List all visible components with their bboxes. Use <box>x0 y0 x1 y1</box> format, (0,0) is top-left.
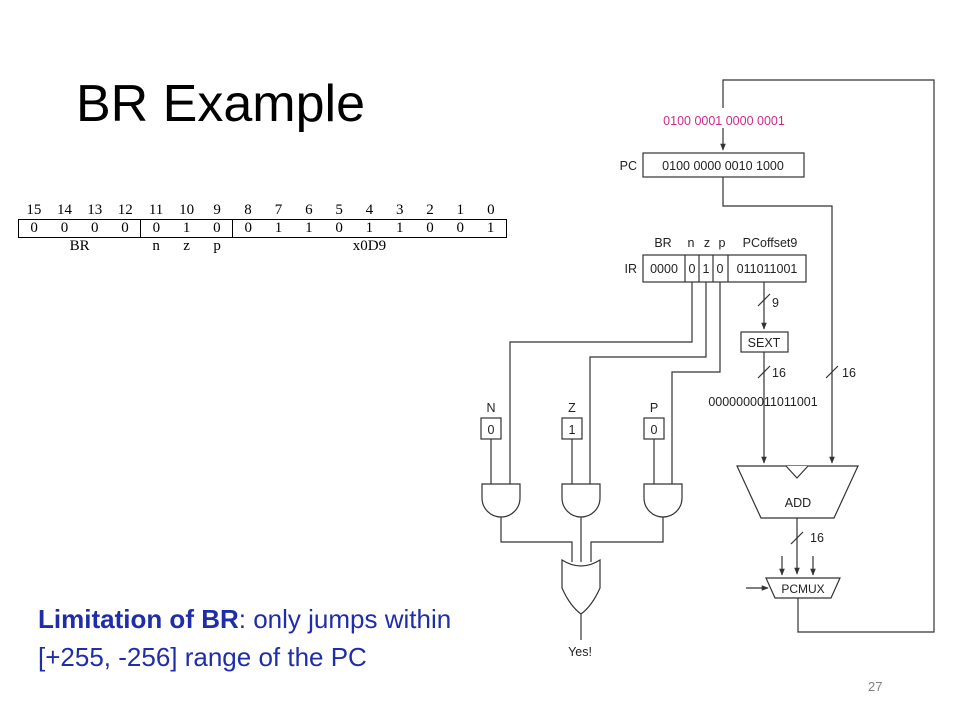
field-label-row: BR n z p x0D9 <box>19 238 507 256</box>
ir-p-wire <box>671 282 721 484</box>
ir-header-offset: PCoffset9 <box>743 236 798 250</box>
flag-n-value: 0 <box>488 423 495 437</box>
pcmux-label: PCMUX <box>781 582 824 596</box>
ir-header-n: n <box>688 236 695 250</box>
bit-value: 0 <box>232 219 264 238</box>
bit-value: 1 <box>171 219 202 238</box>
ir-label: IR <box>625 262 638 276</box>
bit-position: 10 <box>179 202 195 218</box>
flag-z-name: Z <box>568 401 576 415</box>
bit-value: 0 <box>140 219 172 238</box>
limitation-note: Limitation of BR: only jumps within [+25… <box>38 600 451 676</box>
bit-value: 0 <box>201 219 234 238</box>
bus-width-pc: 16 <box>842 366 856 380</box>
ir-register <box>642 254 807 283</box>
note-rest: : only jumps within <box>238 604 452 634</box>
sext-output: 0000000011011001 <box>708 395 817 409</box>
pc-label: PC <box>620 159 637 173</box>
pc-value: 0100 0000 0010 1000 <box>662 159 784 173</box>
bus-width-offset: 9 <box>772 296 779 310</box>
bus-width-sext: 16 <box>772 366 786 380</box>
flag-z-value: 1 <box>569 423 576 437</box>
bit-value-row: 0 0 0 0 0 1 0 0 1 1 0 1 1 0 0 1 <box>18 219 507 238</box>
or-gate <box>561 558 601 615</box>
flag-n-name: N <box>486 401 495 415</box>
result-label: Yes! <box>568 645 592 659</box>
pcmux-unit <box>765 577 841 599</box>
field-label-z: z <box>183 238 190 254</box>
note-line-2: [+255, -256] range of the PC <box>38 642 367 672</box>
ir-z-wire <box>589 282 707 484</box>
and-gate-n <box>481 483 521 518</box>
bus-slash <box>757 293 771 307</box>
bit-position: 9 <box>213 202 221 218</box>
page-number: 27 <box>868 679 883 694</box>
pc-feedback-wire <box>722 79 935 633</box>
bit-position: 2 <box>426 202 434 218</box>
field-label-n: n <box>152 238 160 254</box>
ir-opcode: 0000 <box>650 262 678 276</box>
and-gate-p <box>643 483 683 518</box>
bit-position: 11 <box>148 202 164 218</box>
bit-position: 8 <box>244 202 252 218</box>
sext-label: SEXT <box>748 336 781 350</box>
ir-p-bit: 0 <box>717 262 724 276</box>
bit-value: 0 <box>49 219 80 238</box>
bit-position: 6 <box>305 202 313 218</box>
bit-value: 0 <box>323 219 355 238</box>
bus-width-add: 16 <box>810 531 824 545</box>
bit-position: 3 <box>395 202 404 218</box>
flag-p-value: 0 <box>651 423 658 437</box>
ir-header-p: p <box>719 236 726 250</box>
adder-unit <box>736 465 859 519</box>
bit-value: 0 <box>18 219 50 238</box>
bit-value: 0 <box>445 219 476 238</box>
ir-n-wire <box>509 282 693 484</box>
bit-position: 12 <box>117 202 133 218</box>
bus-slash <box>757 365 771 379</box>
bit-value: 0 <box>79 219 110 238</box>
field-label-br: BR <box>69 238 90 254</box>
bit-value: 1 <box>384 219 415 238</box>
bus-slash <box>825 365 839 379</box>
ir-header-br: BR <box>654 236 671 250</box>
bit-position: 14 <box>56 202 72 218</box>
pc-new-value: 0100 0001 0000 0001 <box>663 114 785 128</box>
bit-position: 4 <box>365 202 374 218</box>
bit-value: 1 <box>354 219 385 238</box>
ir-header-z: z <box>704 236 710 250</box>
bus-slash <box>790 531 804 545</box>
bit-value: 0 <box>414 219 446 238</box>
slide-title: BR Example <box>76 75 365 133</box>
ir-offset: 011011001 <box>737 262 798 276</box>
bit-position: 5 <box>335 202 343 218</box>
bit-value: 1 <box>263 219 294 238</box>
bit-position-row: 15 14 13 12 11 10 9 8 7 6 5 4 3 2 1 0 <box>19 202 507 220</box>
and-gate-z <box>561 483 601 518</box>
pc-to-add-wire <box>722 177 835 464</box>
ir-z-bit: 1 <box>703 262 710 276</box>
field-label-p: p <box>213 238 221 254</box>
note-line-1: Limitation of BR: only jumps within <box>38 600 451 638</box>
bit-value: 1 <box>475 219 507 238</box>
bit-position: 15 <box>26 202 42 218</box>
bit-position: 1 <box>456 202 465 218</box>
bit-position: 7 <box>274 202 283 218</box>
bit-value: 1 <box>293 219 324 238</box>
field-label-offset: x0D9 <box>352 238 387 254</box>
ir-n-bit: 0 <box>689 262 696 276</box>
bit-position: 0 <box>487 202 495 218</box>
add-label: ADD <box>785 496 811 510</box>
bit-position: 13 <box>87 202 103 218</box>
flag-p-name: P <box>650 401 658 415</box>
note-bold: Limitation of BR <box>38 604 239 634</box>
instruction-bit-table: 15 14 13 12 11 10 9 8 7 6 5 4 3 2 1 0 0 … <box>18 202 507 255</box>
